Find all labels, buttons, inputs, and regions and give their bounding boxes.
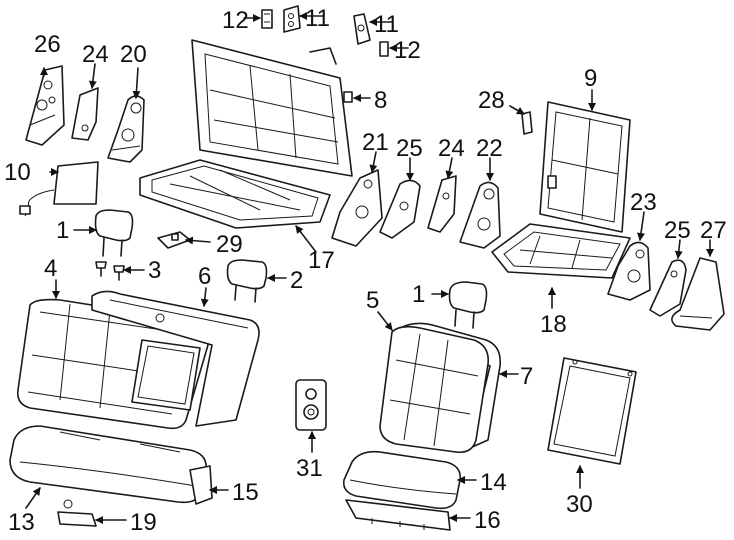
callout-9: 9 (584, 65, 597, 92)
recliner-21 (331, 169, 383, 247)
clip-12-right (379, 41, 389, 57)
callout-11-right: 11 (374, 11, 399, 38)
back-cover-6 (91, 290, 260, 427)
cushion-13 (9, 425, 207, 504)
cushion-frame-16 (345, 499, 451, 531)
callout-21: 21 (362, 129, 389, 156)
callout-17: 17 (308, 247, 335, 274)
recliner-23 (607, 241, 651, 301)
back-cover-5 (379, 325, 490, 454)
callout-2: 2 (290, 267, 303, 294)
callout-10: 10 (4, 159, 31, 186)
recliner-20 (107, 95, 145, 163)
cover-25-center (379, 179, 421, 239)
cover-25-right (649, 259, 687, 317)
callout-25-right: 25 (664, 217, 691, 244)
bracket-11-right (353, 13, 371, 45)
callout-4: 4 (44, 255, 57, 282)
callout-22: 22 (476, 135, 503, 162)
callout-30: 30 (566, 491, 593, 518)
panel-30 (547, 357, 637, 465)
clip-12-left (261, 9, 273, 29)
callout-12-left: 12 (222, 7, 249, 34)
callout-1-right: 1 (412, 281, 425, 308)
cushion-14 (342, 450, 462, 510)
seat-frame-18 (491, 223, 631, 279)
callout-19: 19 (130, 509, 157, 536)
callout-26: 26 (34, 31, 61, 58)
panel-26 (25, 65, 65, 146)
cushion-frame-15 (189, 465, 213, 505)
leader-lines (25, 12, 714, 524)
cover-24-left (71, 87, 99, 141)
callout-31: 31 (296, 455, 323, 482)
seat-frame-17 (139, 159, 331, 229)
back-frame-8 (191, 39, 353, 177)
back-cover-4 (16, 298, 210, 430)
callout-27: 27 (700, 217, 727, 244)
callout-23: 23 (630, 189, 657, 216)
callout-13: 13 (8, 509, 35, 536)
recliner-22 (459, 181, 501, 249)
callout-29: 29 (216, 231, 243, 258)
callout-11-left: 11 (305, 5, 330, 32)
switch-31 (295, 379, 327, 431)
callout-numbers: 12 11 11 12 26 24 20 8 10 9 28 21 25 24 … (4, 5, 727, 536)
back-frame-9 (539, 101, 631, 233)
callout-20: 20 (120, 41, 147, 68)
callout-6: 6 (198, 263, 211, 290)
callout-3: 3 (148, 257, 161, 284)
callout-1-left: 1 (56, 217, 69, 244)
callout-7: 7 (520, 363, 533, 390)
callout-24-right: 24 (438, 135, 465, 162)
clip-28 (521, 111, 533, 135)
callout-12-right: 12 (394, 37, 421, 64)
end-cover-27 (671, 257, 725, 331)
callout-24-left: 24 (82, 41, 109, 68)
clip-19 (57, 499, 97, 527)
callout-18: 18 (540, 311, 567, 338)
callout-14: 14 (480, 469, 507, 496)
callout-15: 15 (232, 479, 259, 506)
cover-24-right (427, 175, 457, 233)
bracket-11-left (283, 5, 301, 33)
headrest-1-left (94, 209, 134, 257)
callout-5: 5 (366, 287, 379, 314)
callout-16: 16 (474, 507, 501, 534)
headrest-2 (226, 259, 268, 303)
callout-25-center: 25 (396, 135, 423, 162)
callout-28: 28 (478, 87, 505, 114)
heat-pad-10 (19, 161, 99, 217)
callout-8: 8 (374, 87, 387, 114)
headrest-1-right (448, 281, 488, 329)
bolt-3 (95, 261, 125, 281)
